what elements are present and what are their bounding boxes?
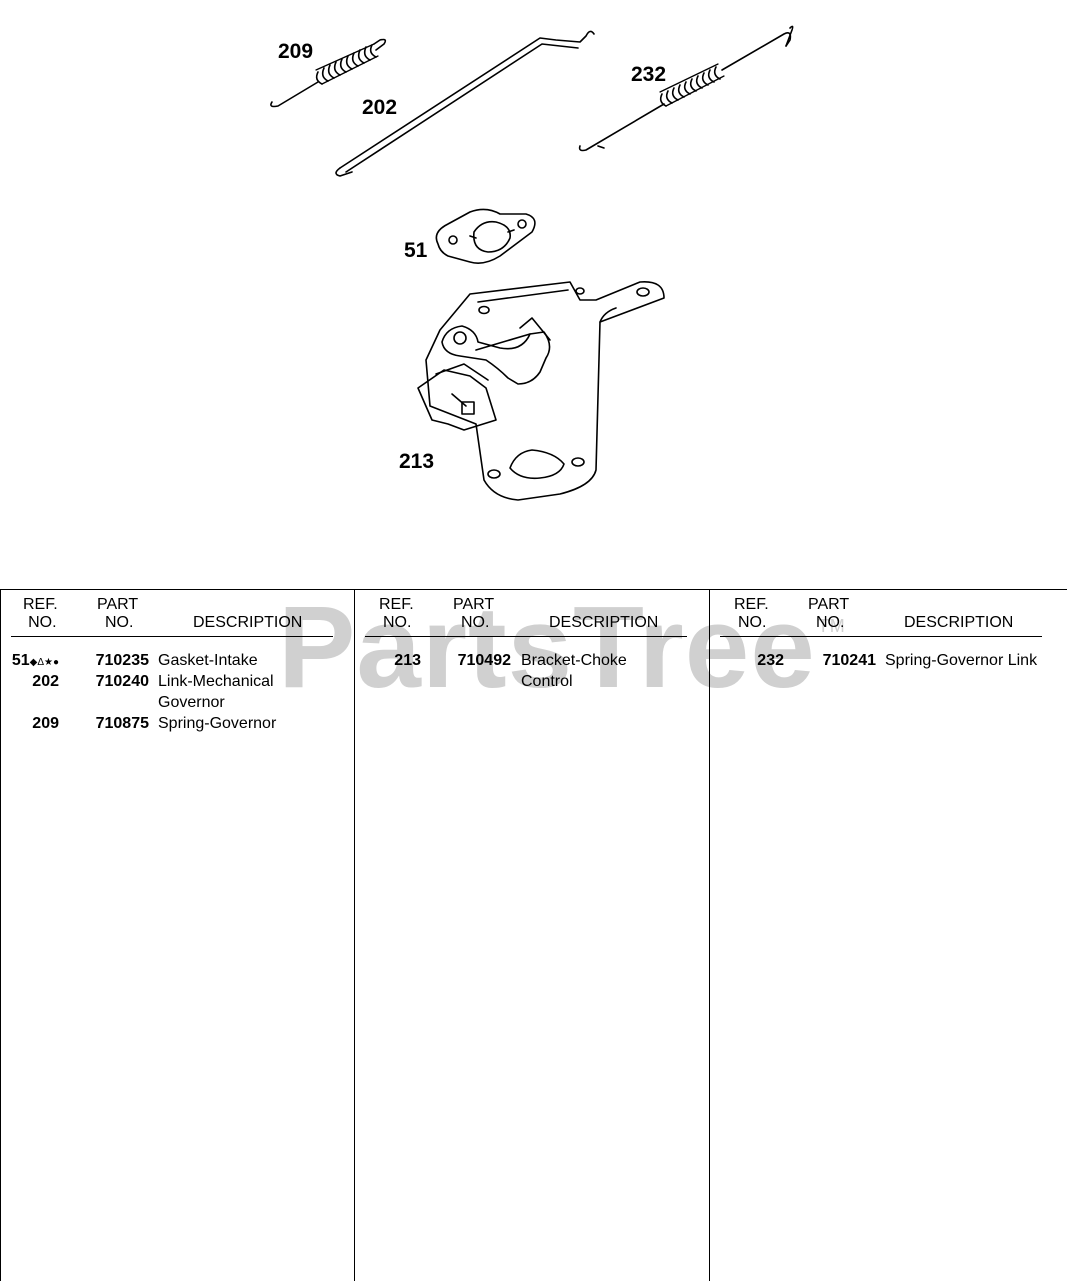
- callout-209: 209: [278, 40, 314, 63]
- gasket-intake-51[interactable]: [435, 208, 536, 264]
- header-description: DESCRIPTION: [904, 614, 1014, 631]
- header-description: DESCRIPTION: [549, 614, 659, 631]
- header-description: DESCRIPTION: [193, 614, 303, 631]
- spring-governor-link-232[interactable]: [578, 25, 794, 152]
- header-ref: REF.NO.: [23, 596, 58, 631]
- spring-governor-209[interactable]: [270, 38, 387, 108]
- callout-51: 51: [404, 239, 428, 262]
- parts-diagram: 209 202 232 51 213: [0, 0, 1067, 560]
- callout-213: 213: [399, 450, 435, 473]
- header-ref: REF.NO.: [379, 596, 414, 631]
- header-ref: REF.NO.: [734, 596, 769, 631]
- bracket-choke-control-213[interactable]: [417, 281, 665, 501]
- callout-232: 232: [631, 63, 667, 86]
- callout-202: 202: [362, 96, 398, 119]
- link-mechanical-governor-202[interactable]: [335, 30, 595, 177]
